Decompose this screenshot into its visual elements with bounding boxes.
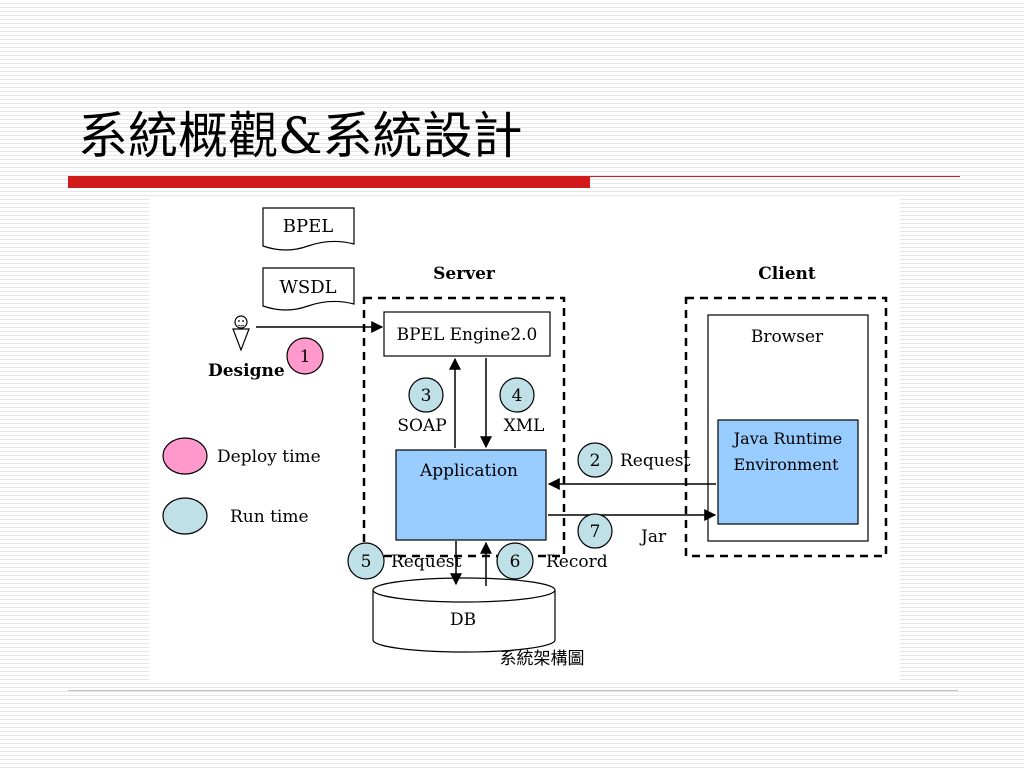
designer-person-icon [232,315,250,352]
browser-label: Browser [751,327,824,347]
bpel-engine-box: BPEL Engine2.0 [383,311,551,357]
legend-deploy: Deploy time [162,437,321,475]
step-4-label: XML [504,416,545,436]
step-6-label: Record [546,552,608,572]
system-architecture-diagram: BPEL WSDL Designe 1 Server BPEL Engine2.… [162,207,888,669]
application-box: Application [395,449,547,541]
db-cylinder: DB [372,577,556,653]
step-5-badge: 5 [347,542,385,580]
svg-text:5: 5 [361,552,372,572]
step-4-badge: 4 [499,377,535,413]
step-7-label: Jar [639,527,667,547]
step-3-badge: 3 [408,377,444,413]
wsdl-document-icon: WSDL [262,267,355,311]
step-3-label: SOAP [397,416,446,436]
svg-text:1: 1 [300,347,311,367]
client-boundary [684,296,888,558]
svg-text:2: 2 [590,451,601,471]
java-runtime-label-line1: Java Runtime [732,429,842,448]
bpel-document-label: BPEL [283,216,333,237]
designer-label: Designe [208,361,285,381]
legend-deploy-swatch [162,437,208,475]
bpel-document-icon: BPEL [262,207,355,251]
bpel-engine-label: BPEL Engine2.0 [397,325,538,345]
server-boundary [362,296,566,558]
db-label: DB [450,610,476,630]
svg-text:6: 6 [510,552,521,572]
step-7-badge: 7 [577,513,613,549]
legend-run-swatch [162,497,208,535]
slide-title: 系統概觀&系統設計 [78,107,523,165]
java-runtime-label-line2: Environment [733,455,839,474]
svg-text:4: 4 [512,386,523,406]
java-runtime-box: Java Runtime Environment [717,419,859,525]
legend-run: Run time [162,497,309,535]
step-1-badge: 1 [286,337,324,375]
step-6-badge: 6 [496,542,534,580]
client-label: Client [758,264,816,284]
svg-text:7: 7 [590,522,601,542]
step-5-label: Request [391,552,461,572]
step-2-label: Request [620,451,690,471]
title-underline-bar [68,176,590,188]
diagram-caption: 系統架構圖 [500,649,585,669]
svg-text:3: 3 [421,386,432,406]
footer-divider [68,690,958,691]
step-2-badge: 2 [577,442,613,478]
title-underline-line [590,176,960,177]
application-label: Application [419,461,518,481]
wsdl-document-label: WSDL [279,277,336,298]
legend-run-label: Run time [230,507,309,527]
diagram-panel: BPEL WSDL Designe 1 Server BPEL Engine2.… [150,198,900,680]
legend-deploy-label: Deploy time [217,447,321,467]
server-label: Server [433,264,496,284]
